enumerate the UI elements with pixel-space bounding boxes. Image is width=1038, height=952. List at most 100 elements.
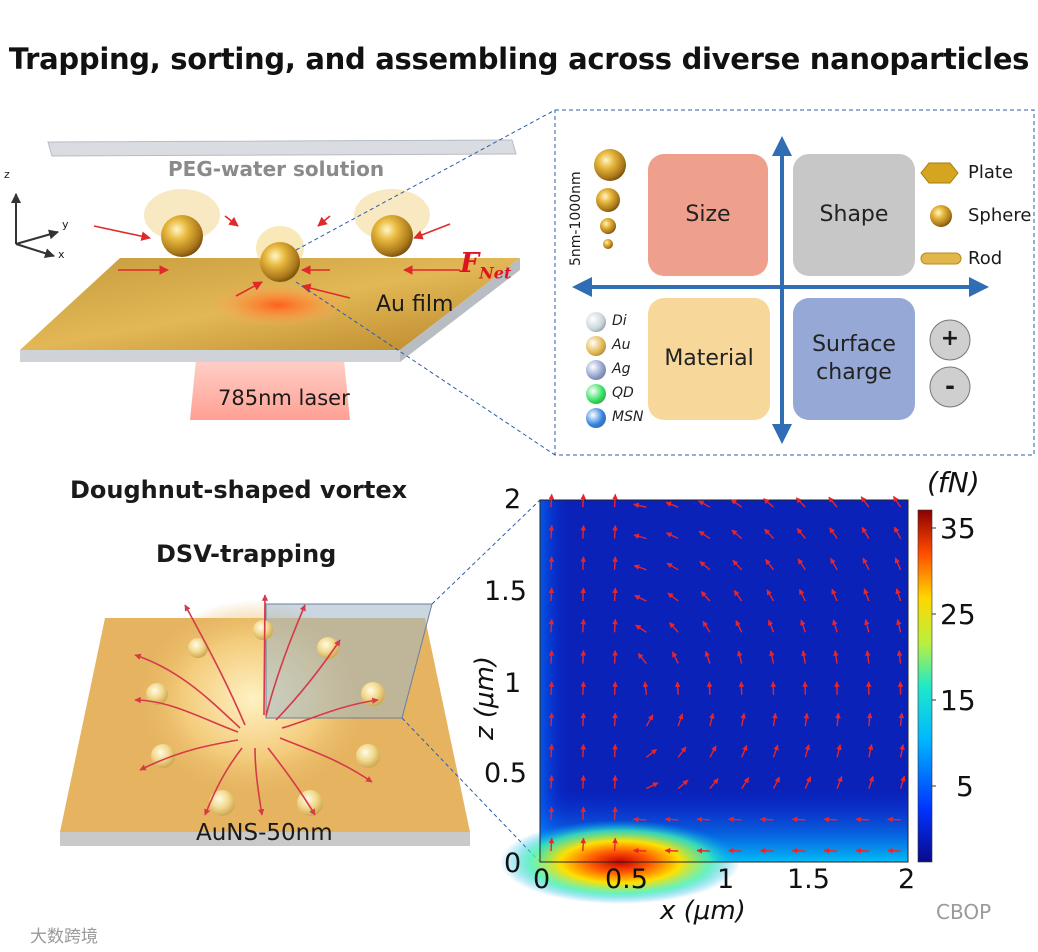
axis-x-label: x <box>58 248 65 261</box>
force-vector <box>632 847 647 854</box>
aunp-ring <box>146 620 385 816</box>
force-vector <box>892 495 902 508</box>
force-vector <box>580 775 587 789</box>
positive-charge-icon <box>929 319 971 361</box>
force-vector <box>855 847 869 854</box>
force-vector <box>732 559 743 571</box>
force-vector <box>728 847 742 854</box>
material-dot-au <box>586 336 606 356</box>
force-vector <box>709 778 719 790</box>
material-dot-msn <box>586 408 606 428</box>
size-category: Size <box>648 154 768 276</box>
force-vector <box>771 712 778 727</box>
force-vector <box>736 650 743 664</box>
colorbar-tick-35: 35 <box>940 512 976 545</box>
plate-label: Plate <box>968 162 1014 183</box>
colorbar-unit: (fN) <box>927 466 980 499</box>
force-vector <box>699 560 711 571</box>
y-tick-1-5: 1.5 <box>484 576 527 607</box>
force-vector <box>899 775 906 789</box>
force-vector <box>798 588 806 602</box>
force-vector <box>766 589 775 602</box>
force-vector <box>741 744 748 758</box>
force-vector <box>664 816 679 823</box>
gold-particle-left <box>161 215 203 257</box>
force-vector <box>830 557 838 571</box>
rod-label: Rod <box>968 248 1003 269</box>
force-vector <box>635 624 647 633</box>
force-vector <box>767 619 775 633</box>
force-vector <box>548 524 555 539</box>
force-vector <box>899 744 905 758</box>
gold-particle-trapped <box>260 242 300 282</box>
force-vector <box>677 746 687 758</box>
colorbar-tick-25: 25 <box>940 598 976 631</box>
force-vector <box>633 502 647 509</box>
dsv-heading: Doughnut-shaped vortex <box>70 476 408 504</box>
force-vector <box>801 650 807 664</box>
x-axis-label: x (μm) <box>660 896 746 926</box>
force-vector <box>868 775 875 789</box>
force-vector <box>548 712 555 727</box>
force-vector <box>738 681 745 695</box>
material-dot-qd <box>586 384 606 404</box>
force-vector <box>580 524 587 539</box>
force-vector <box>580 556 587 570</box>
force-vector <box>665 501 679 508</box>
force-vector <box>895 588 902 602</box>
material-label-au: Au <box>612 337 631 353</box>
force-vector <box>548 806 555 820</box>
force-vector <box>664 847 679 854</box>
force-vector <box>861 526 870 539</box>
material-dot-ag <box>586 360 606 380</box>
force-vector <box>828 496 838 508</box>
vortex-arrows <box>134 594 379 816</box>
force-vector <box>677 713 684 727</box>
force-vector <box>832 619 838 633</box>
sphere-label: Sphere <box>968 205 1032 226</box>
force-vector <box>632 816 647 823</box>
force-vector <box>548 587 555 602</box>
colorbar <box>917 509 933 863</box>
force-vector <box>831 588 838 602</box>
force-vector <box>612 493 618 508</box>
force-vector <box>855 816 869 823</box>
figure-title: Trapping, sorting, and assembling across… <box>8 42 1030 76</box>
size-ball-large <box>594 149 626 181</box>
axis-z-label: z <box>4 168 10 181</box>
material-label-ag: Ag <box>612 361 631 377</box>
force-vector <box>665 532 679 540</box>
force-vector <box>633 533 647 540</box>
force-vector <box>833 650 839 664</box>
force-vector <box>800 619 806 633</box>
force-vector <box>666 562 679 571</box>
force-vector <box>612 837 618 852</box>
force-vector <box>634 594 647 602</box>
force-vector <box>887 847 901 854</box>
force-vector <box>804 776 812 789</box>
force-vector <box>894 557 902 571</box>
force-vector <box>769 650 775 664</box>
force-vector <box>867 744 874 758</box>
force-net-label: FNet <box>460 248 512 283</box>
laser-spot <box>208 283 348 327</box>
au-film-label: Au film <box>376 292 454 317</box>
force-vector <box>612 712 618 727</box>
watermark-left: 大数跨境 <box>30 927 98 947</box>
force-vector <box>580 743 587 758</box>
force-vector <box>706 681 713 695</box>
force-vector <box>668 622 679 633</box>
force-vector <box>709 745 717 758</box>
force-vector <box>835 712 841 727</box>
force-vector <box>730 499 743 508</box>
force-vector <box>791 816 806 823</box>
dsv-schematic <box>60 499 541 863</box>
force-vector <box>893 526 902 539</box>
force-vector <box>772 744 779 758</box>
x-tick-1-5: 1.5 <box>787 864 830 895</box>
sphere-icon <box>930 205 952 227</box>
force-vector <box>612 806 618 820</box>
positive-charge-label: + <box>940 326 960 351</box>
